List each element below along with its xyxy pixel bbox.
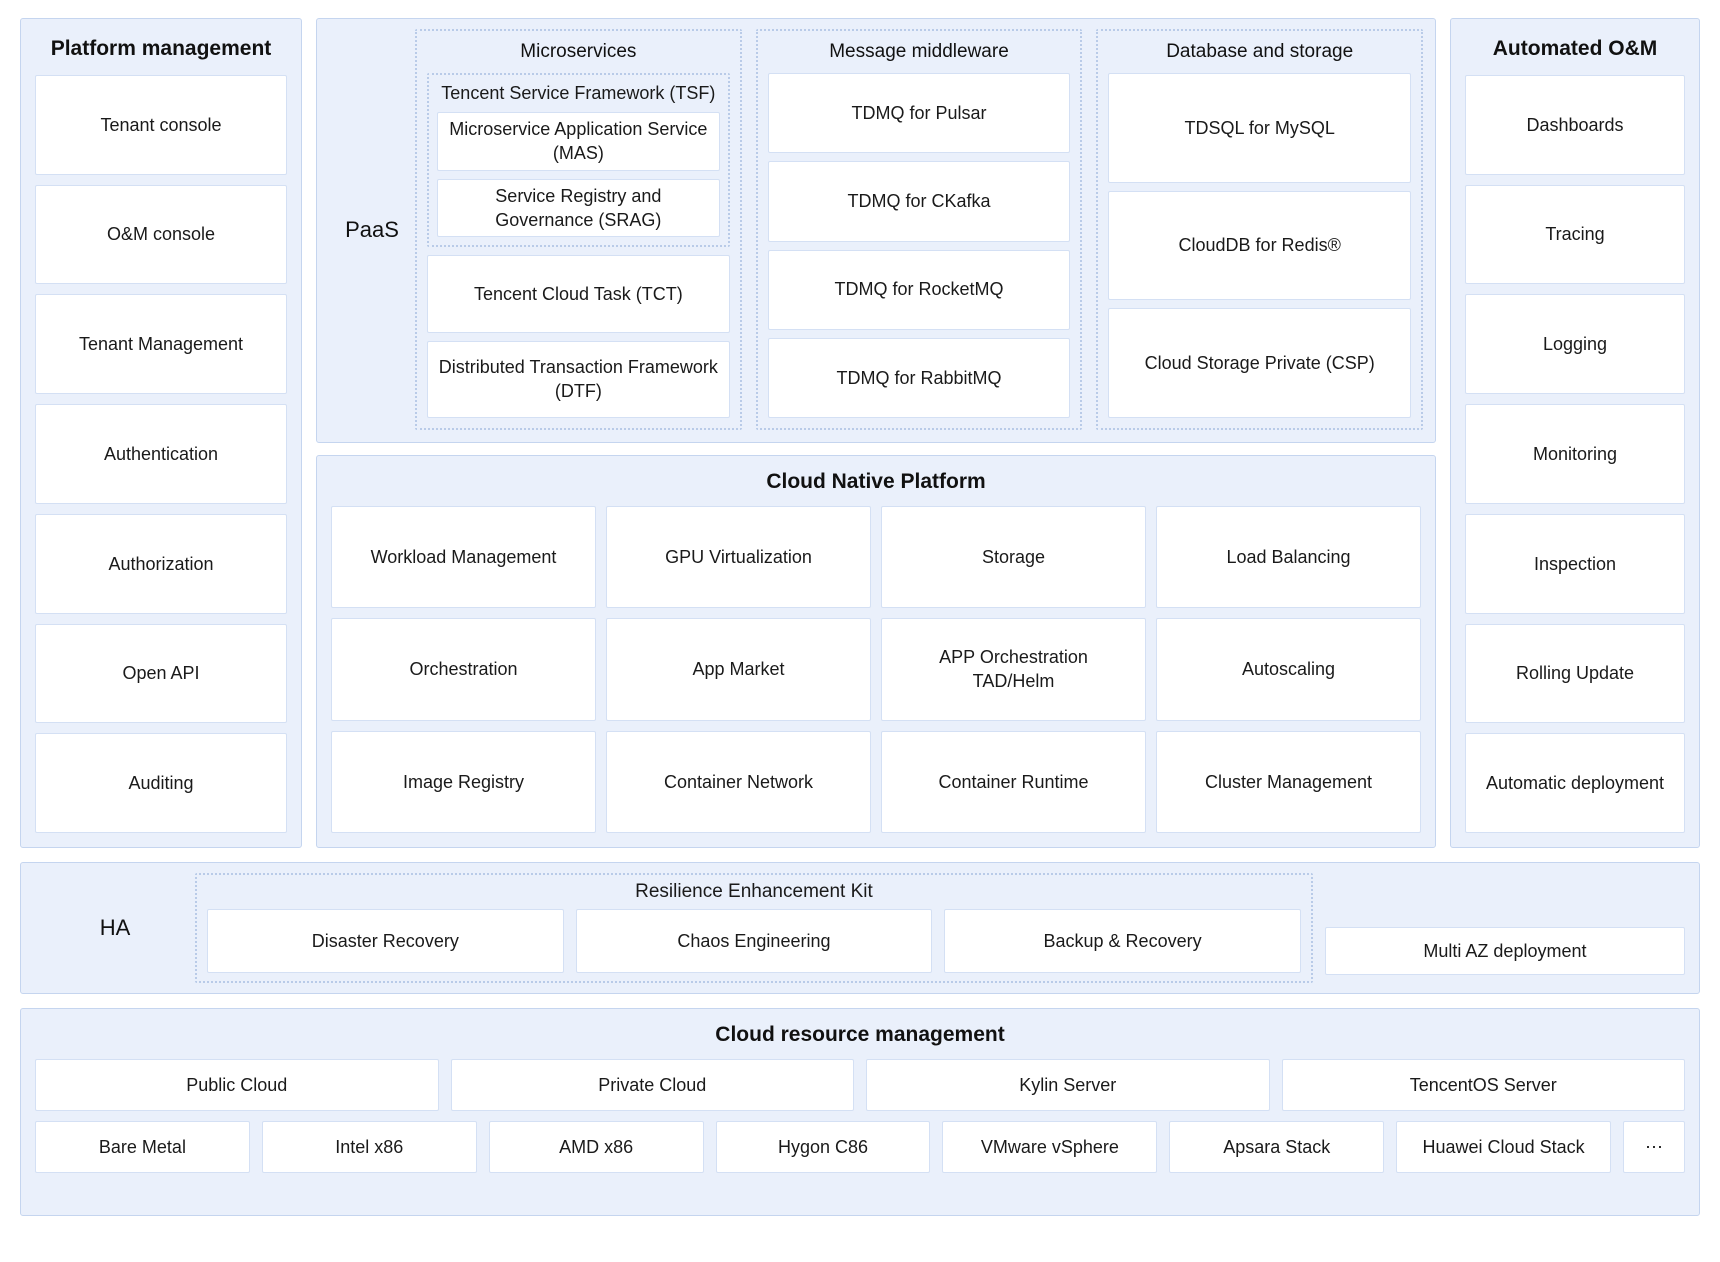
oam-item-rolling-update[interactable]: Rolling Update — [1465, 623, 1685, 724]
platform-item-authentication[interactable]: Authentication — [35, 404, 287, 504]
ha-body: Resilience Enhancement Kit Disaster Reco… — [195, 873, 1685, 983]
tsf-item-mas[interactable]: Microservice Application Service (MAS) — [437, 112, 720, 171]
crm-item-private-cloud[interactable]: Private Cloud — [450, 1059, 854, 1111]
tsf-item-srag[interactable]: Service Registry and Governance (SRAG) — [437, 178, 720, 238]
database-storage-title: Database and storage — [1166, 41, 1354, 62]
platform-management-panel: Platform management Tenant console O&M c… — [20, 18, 302, 848]
cnp-item-app-orchestration[interactable]: APP Orchestration TAD/Helm — [881, 618, 1146, 721]
cloud-native-platform-panel: Cloud Native Platform Workload Managemen… — [316, 455, 1436, 848]
message-middleware-group: Message middleware TDMQ for Pulsar TDMQ … — [755, 29, 1083, 430]
crm-item-huawei-cloud-stack[interactable]: Huawei Cloud Stack — [1396, 1121, 1612, 1173]
ha-label: HA — [99, 915, 131, 940]
microservices-group: Microservices Tencent Service Framework … — [415, 29, 742, 430]
crm-item-public-cloud[interactable]: Public Cloud — [35, 1059, 439, 1111]
oam-item-automatic-deployment[interactable]: Automatic deployment — [1465, 733, 1685, 834]
ha-item-chaos-engineering[interactable]: Chaos Engineering — [575, 909, 933, 973]
cloud-native-platform-title: Cloud Native Platform — [766, 470, 986, 493]
cnp-item-autoscaling[interactable]: Autoscaling — [1156, 618, 1421, 721]
platform-management-title: Platform management — [50, 37, 272, 60]
oam-item-monitoring[interactable]: Monitoring — [1465, 404, 1685, 504]
microservices-items: Tencent Service Framework (TSF) Microser… — [427, 73, 730, 418]
tsf-title: Tencent Service Framework (TSF) — [441, 83, 716, 103]
db-item-cloud-storage-private[interactable]: Cloud Storage Private (CSP) — [1108, 308, 1412, 419]
cnp-item-load-balancing[interactable]: Load Balancing — [1156, 506, 1421, 609]
paas-panel: PaaS Microservices Tencent Service Frame… — [316, 18, 1436, 443]
message-middleware-items: TDMQ for Pulsar TDMQ for CKafka TDMQ for… — [767, 73, 1071, 418]
oam-item-logging[interactable]: Logging — [1465, 294, 1685, 395]
cloud-resource-management-title: Cloud resource management — [715, 1023, 1005, 1046]
message-middleware-title: Message middleware — [829, 41, 1009, 62]
cnp-item-app-market[interactable]: App Market — [606, 618, 871, 721]
platform-item-auditing[interactable]: Auditing — [35, 733, 287, 834]
database-storage-items: TDSQL for MySQL CloudDB for Redis® Cloud… — [1108, 73, 1412, 419]
ha-extra-wrapper: Multi AZ deployment — [1324, 873, 1685, 983]
cnp-item-image-registry[interactable]: Image Registry — [331, 730, 596, 833]
platform-item-open-api[interactable]: Open API — [35, 623, 287, 724]
cloud-native-platform-grid: Workload Management GPU Virtualization S… — [331, 506, 1421, 833]
cnp-item-workload-management[interactable]: Workload Management — [331, 506, 596, 609]
crm-item-vmware-vsphere[interactable]: VMware vSphere — [942, 1121, 1158, 1173]
platform-item-om-console[interactable]: O&M console — [35, 184, 287, 285]
top-region: Platform management Tenant console O&M c… — [20, 18, 1700, 848]
platform-item-authorization[interactable]: Authorization — [35, 513, 287, 614]
platform-item-tenant-console[interactable]: Tenant console — [35, 75, 287, 175]
oam-item-dashboards[interactable]: Dashboards — [1465, 75, 1685, 175]
mq-item-ckafka[interactable]: TDMQ for CKafka — [767, 161, 1071, 242]
ha-item-disaster-recovery[interactable]: Disaster Recovery — [207, 909, 564, 973]
db-item-clouddb-redis[interactable]: CloudDB for Redis® — [1108, 190, 1412, 301]
paas-groups: Microservices Tencent Service Framework … — [415, 29, 1424, 430]
db-item-tdsql-mysql[interactable]: TDSQL for MySQL — [1108, 73, 1412, 183]
crm-item-amd-x86[interactable]: AMD x86 — [488, 1121, 704, 1173]
paas-label: PaaS — [345, 216, 399, 242]
automated-oam-panel: Automated O&M Dashboards Tracing Logging… — [1450, 18, 1700, 848]
tsf-items: Microservice Application Service (MAS) S… — [437, 112, 720, 238]
cnp-item-orchestration[interactable]: Orchestration — [331, 618, 596, 721]
tsf-group: Tencent Service Framework (TSF) Microser… — [427, 73, 730, 248]
microservices-title: Microservices — [520, 41, 637, 62]
cloud-resource-management-panel: Cloud resource management Public Cloud P… — [20, 1008, 1700, 1216]
ha-panel: HA Resilience Enhancement Kit Disaster R… — [20, 862, 1700, 994]
oam-item-inspection[interactable]: Inspection — [1465, 513, 1685, 614]
cnp-item-container-runtime[interactable]: Container Runtime — [881, 730, 1146, 833]
resilience-enhancement-kit-items: Disaster Recovery Chaos Engineering Back… — [207, 909, 1301, 973]
microservices-item-tct[interactable]: Tencent Cloud Task (TCT) — [427, 255, 730, 333]
crm-item-kylin-server[interactable]: Kylin Server — [866, 1059, 1270, 1111]
resilience-enhancement-kit-group: Resilience Enhancement Kit Disaster Reco… — [195, 873, 1313, 983]
crm-item-hygon-c86[interactable]: Hygon C86 — [715, 1121, 931, 1173]
crm-item-apsara-stack[interactable]: Apsara Stack — [1169, 1121, 1385, 1173]
crm-item-tencentos-server[interactable]: TencentOS Server — [1281, 1059, 1685, 1111]
crm-item-bare-metal[interactable]: Bare Metal — [35, 1121, 250, 1173]
cnp-item-storage[interactable]: Storage — [881, 506, 1146, 609]
ha-item-multi-az-deployment[interactable]: Multi AZ deployment — [1324, 927, 1685, 975]
crm-item-intel-x86[interactable]: Intel x86 — [261, 1121, 477, 1173]
mq-item-rabbitmq[interactable]: TDMQ for RabbitMQ — [767, 337, 1071, 418]
automated-oam-list: Dashboards Tracing Logging Monitoring In… — [1465, 75, 1685, 834]
mq-item-pulsar[interactable]: TDMQ for Pulsar — [767, 73, 1071, 154]
platform-management-list: Tenant console O&M console Tenant Manage… — [35, 75, 287, 834]
cloud-resource-row-2: Bare Metal Intel x86 AMD x86 Hygon C86 V… — [35, 1121, 1686, 1173]
database-storage-group: Database and storage TDSQL for MySQL Clo… — [1096, 29, 1424, 430]
middle-column: PaaS Microservices Tencent Service Frame… — [316, 18, 1436, 848]
automated-oam-title: Automated O&M — [1492, 37, 1658, 60]
resilience-enhancement-kit-title: Resilience Enhancement Kit — [635, 881, 873, 902]
crm-item-more-ellipsis[interactable]: ⋯ — [1623, 1121, 1686, 1173]
cloud-resource-row-1: Public Cloud Private Cloud Kylin Server … — [35, 1059, 1685, 1111]
platform-item-tenant-management[interactable]: Tenant Management — [35, 294, 287, 395]
cnp-item-cluster-management[interactable]: Cluster Management — [1156, 730, 1421, 833]
mq-item-rocketmq[interactable]: TDMQ for RocketMQ — [767, 249, 1071, 330]
cnp-item-gpu-virtualization[interactable]: GPU Virtualization — [606, 506, 871, 609]
cnp-item-container-network[interactable]: Container Network — [606, 730, 871, 833]
ha-item-backup-recovery[interactable]: Backup & Recovery — [944, 909, 1301, 973]
microservices-item-dtf[interactable]: Distributed Transaction Framework (DTF) — [427, 340, 730, 418]
oam-item-tracing[interactable]: Tracing — [1465, 184, 1685, 285]
